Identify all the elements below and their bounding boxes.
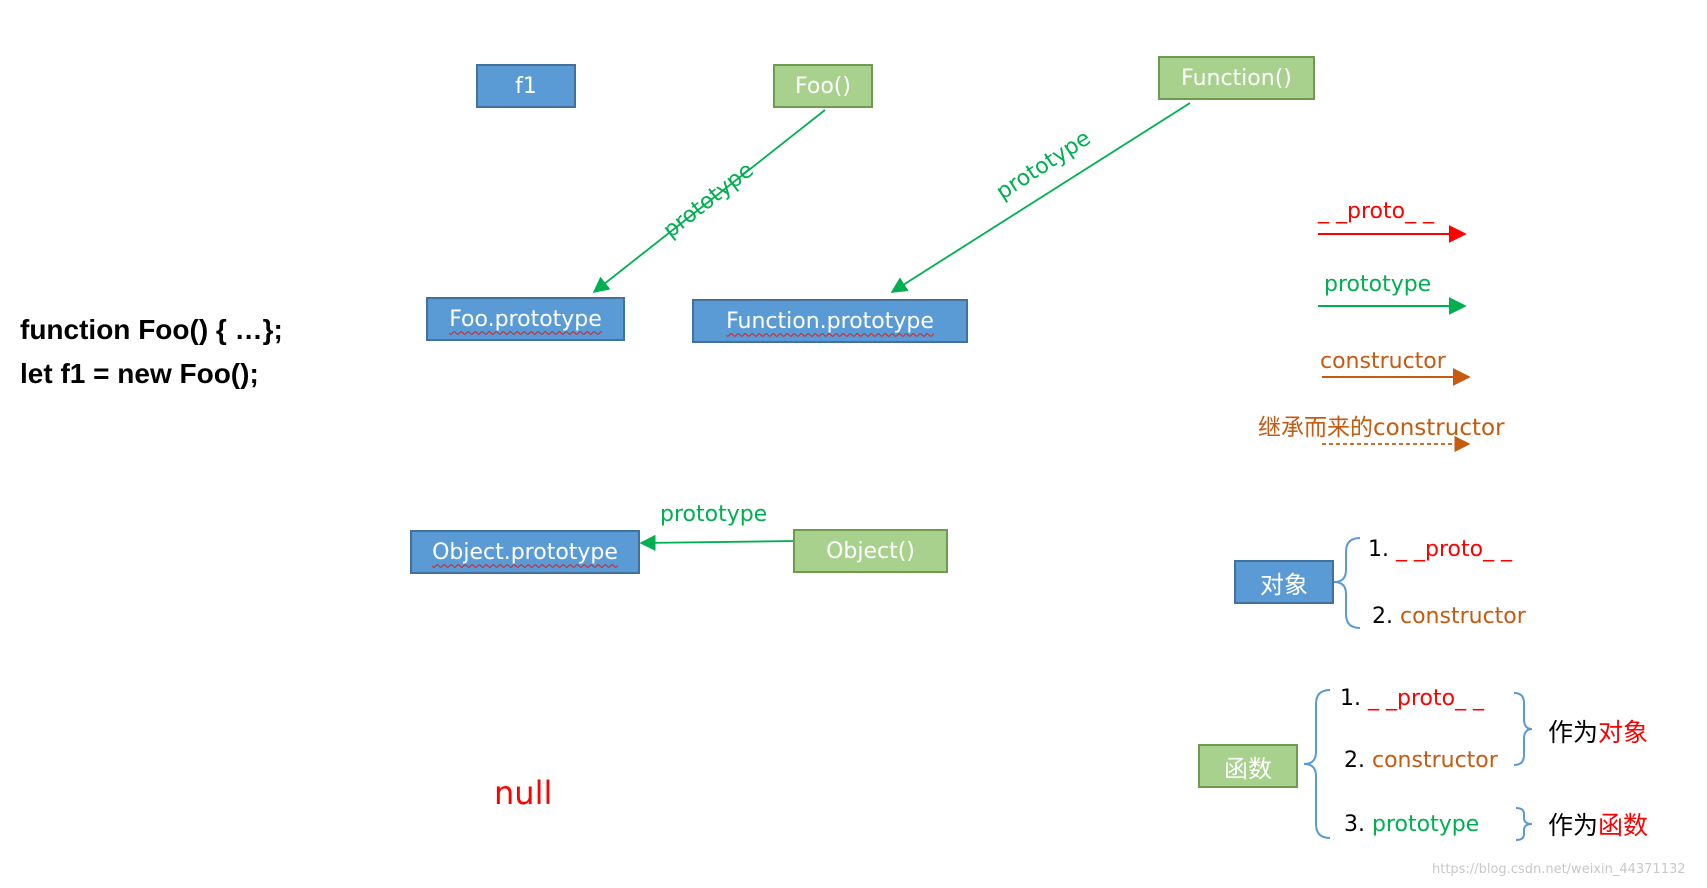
function-item-1-text: _ _proto_ _ <box>1368 686 1485 711</box>
node-object-label: Object() <box>826 538 915 564</box>
function-item-2: 2. constructor <box>1344 748 1498 773</box>
node-foo-prototype: Foo.prototype <box>426 297 625 341</box>
edge-label-object-prototype: prototype <box>660 502 768 527</box>
as-function-brace <box>1515 807 1533 841</box>
object-item-1-text: _ _proto_ _ <box>1396 537 1513 562</box>
function-item-2-num: 2. <box>1344 748 1365 773</box>
legend-inherited-constructor-label: 继承而来的constructor <box>1258 415 1505 441</box>
function-as-function: 作为函数 <box>1548 806 1648 842</box>
function-as-object-word: 对象 <box>1598 718 1649 747</box>
node-foo-label: Foo() <box>795 73 851 99</box>
function-as-object: 作为对象 <box>1548 713 1648 749</box>
function-as-function-word: 函数 <box>1598 811 1649 840</box>
function-group-box: 函数 <box>1198 744 1298 788</box>
node-foo-prototype-label: Foo.prototype <box>449 306 602 332</box>
as-object-brace <box>1513 692 1533 766</box>
object-item-2: 2. constructor <box>1372 604 1526 629</box>
node-object-prototype-label: Object.prototype <box>432 539 618 565</box>
function-item-1-num: 1. <box>1340 686 1361 711</box>
function-group-title: 函数 <box>1224 754 1272 783</box>
node-foo: Foo() <box>773 64 873 108</box>
function-item-3-text: prototype <box>1372 812 1480 837</box>
function-as-object-prefix: 作为 <box>1548 718 1599 747</box>
object-item-1-num: 1. <box>1368 537 1389 562</box>
function-item-1: 1. _ _proto_ _ <box>1340 686 1484 711</box>
function-item-3: 3. prototype <box>1344 812 1479 837</box>
legend-constructor-label: constructor <box>1320 349 1446 374</box>
node-function-prototype: Function.prototype <box>692 299 968 343</box>
edge-object-prototype <box>639 534 796 551</box>
code-line-1: function Foo() { …}; <box>20 314 283 345</box>
function-item-2-text: constructor <box>1372 748 1498 773</box>
legend-prototype-label: prototype <box>1324 272 1432 297</box>
object-item-1: 1. _ _proto_ _ <box>1368 537 1512 562</box>
node-function: Function() <box>1158 56 1315 100</box>
node-object: Object() <box>793 529 948 573</box>
watermark: https://blog.csdn.net/weixin_44371132 <box>1432 862 1686 877</box>
node-object-prototype: Object.prototype <box>410 530 640 574</box>
edge-foo-prototype <box>592 109 826 294</box>
object-group-box: 对象 <box>1234 560 1334 604</box>
legend-proto-label: _ _proto_ _ <box>1318 199 1435 224</box>
code-line-2: let f1 = new Foo(); <box>20 358 259 389</box>
object-item-2-num: 2. <box>1372 604 1393 629</box>
function-brace <box>1303 689 1331 839</box>
function-as-function-prefix: 作为 <box>1548 811 1599 840</box>
edge-function-prototype <box>890 102 1191 293</box>
node-f1: f1 <box>476 64 576 108</box>
node-function-prototype-label: Function.prototype <box>726 308 934 334</box>
object-group-title: 对象 <box>1260 570 1308 599</box>
node-null: null <box>494 774 553 812</box>
function-item-3-num: 3. <box>1344 812 1365 837</box>
object-item-2-text: constructor <box>1400 604 1526 629</box>
node-function-label: Function() <box>1181 65 1292 91</box>
object-brace <box>1333 537 1361 629</box>
node-f1-label: f1 <box>515 73 537 99</box>
